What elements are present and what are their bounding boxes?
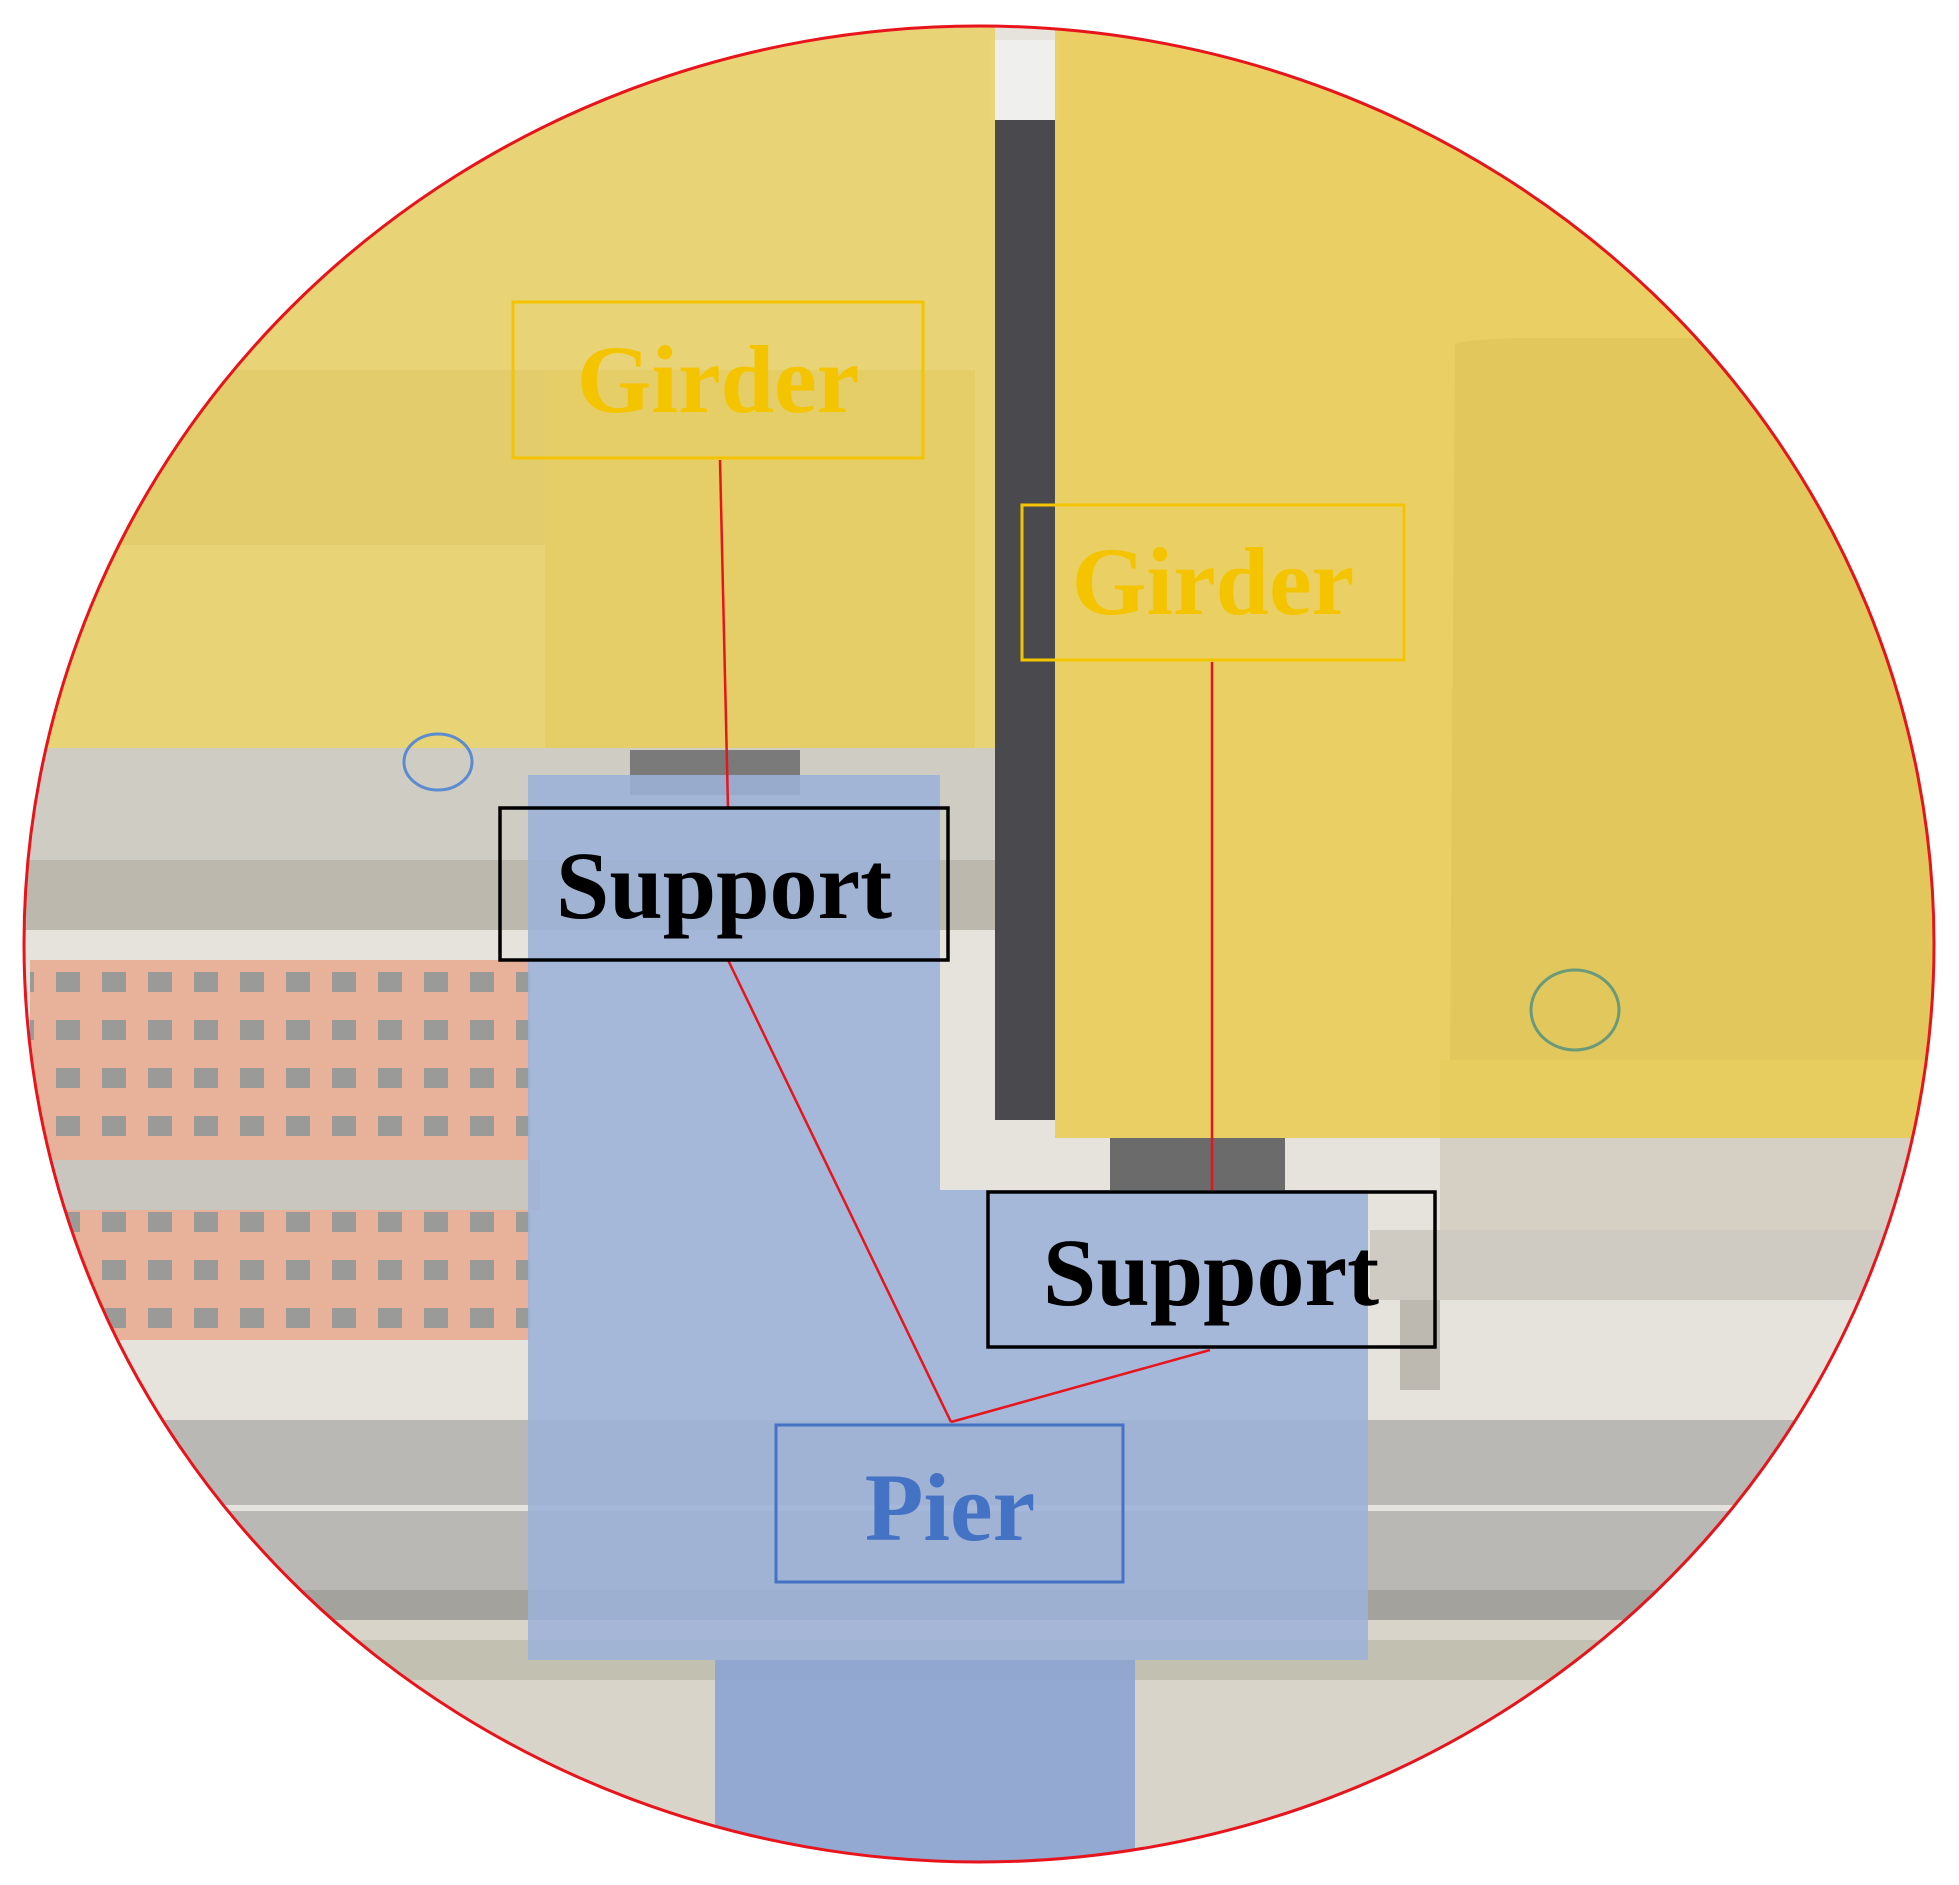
expansion-joint [995,110,1055,1120]
label-support-left: Support [498,806,950,962]
bearing-right [1110,1138,1285,1193]
pier-column-overlay [715,1660,1135,1862]
leader-support-right-pier [950,1348,1211,1424]
marker-circle-left [402,732,474,792]
label-pier: Pier [774,1423,1125,1584]
building-left [30,960,530,1340]
leader-lines [718,459,1214,1424]
label-support-right-text: Support [1043,1219,1379,1326]
overpass-left [40,1160,540,1210]
marker-circle-right [1529,968,1621,1052]
overpass-right [1370,1230,1930,1300]
label-girder-left: Girder [511,300,925,460]
label-girder-left-text: Girder [577,326,860,433]
circular-frame [22,24,1936,1864]
label-support-right: Support [986,1190,1437,1349]
label-girder-right: Girder [1020,503,1406,662]
label-support-left-text: Support [556,832,892,939]
label-girder-right-text: Girder [1072,528,1355,635]
label-pier-text: Pier [865,1454,1036,1561]
pier-overlay [528,775,1368,1660]
leader-girder-left-support [718,459,730,809]
leader-support-left-pier [726,959,953,1423]
